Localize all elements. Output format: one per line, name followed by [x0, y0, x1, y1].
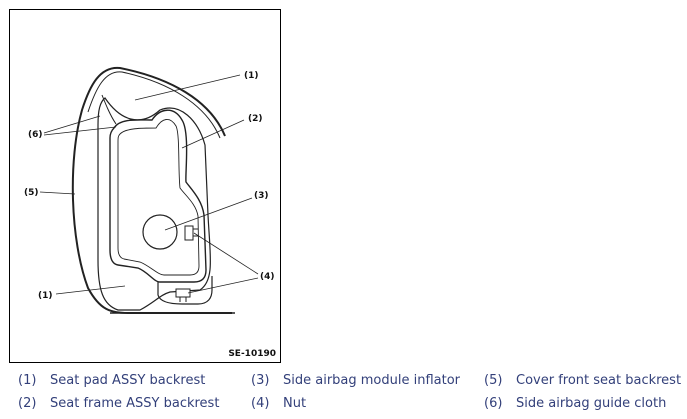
legend-label: Cover front seat backrest [516, 373, 682, 388]
legend-number: (4) [251, 396, 270, 411]
cover-outline [71, 66, 232, 314]
legend-label: Side airbag guide cloth [516, 396, 667, 411]
seat-backrest-diagram: (1) (2) (3) (4) (5) (6) (1) [24, 66, 275, 314]
nut-upper [184, 225, 194, 241]
cover-inner-line [87, 71, 221, 139]
callout-1-bottom: (1) [38, 291, 53, 301]
callout-6: (6) [28, 130, 43, 140]
legend-item-5: (5) Cover front seat backrest [484, 373, 681, 388]
callout-1-top: (1) [244, 71, 259, 81]
bottom-bracket [157, 276, 213, 305]
callout-2: (2) [248, 114, 263, 124]
seat-pad-outline [97, 97, 211, 311]
legend-number: (3) [251, 373, 270, 388]
legend-item-2: (2) Seat frame ASSY backrest [18, 396, 219, 411]
legend-number: (1) [18, 373, 37, 388]
legend-label: Seat frame ASSY backrest [50, 396, 220, 411]
legend-number: (6) [484, 396, 503, 411]
callout-3: (3) [254, 191, 269, 201]
legend-label: Side airbag module inflator [283, 373, 461, 388]
legend-number: (5) [484, 373, 503, 388]
callout-5: (5) [24, 188, 39, 198]
airbag-inflator [142, 214, 178, 250]
legend-item-4: (4) Nut [251, 396, 306, 411]
legend-label: Nut [283, 396, 307, 411]
figure-id-label: SE-10190 [228, 349, 276, 359]
legend-number: (2) [18, 396, 37, 411]
legend-item-3: (3) Side airbag module inflator [251, 373, 460, 388]
nut-lower [175, 288, 191, 298]
diagram-frame: (1) (2) (3) (4) (5) (6) (1) SE-10190 [9, 9, 281, 363]
callout-4: (4) [260, 272, 275, 282]
seat-frame-inner [117, 119, 200, 276]
legend-item-6: (6) Side airbag guide cloth [484, 396, 666, 411]
guide-cloth-fold [101, 94, 117, 125]
legend-item-1: (1) Seat pad ASSY backrest [18, 373, 205, 388]
seat-frame-outer [109, 109, 207, 283]
legend-label: Seat pad ASSY backrest [50, 373, 206, 388]
